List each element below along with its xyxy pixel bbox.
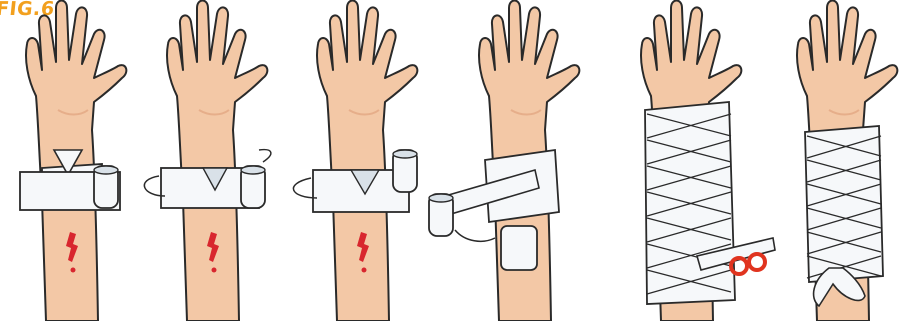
step-5-figure [641, 1, 775, 321]
wrap-arrow-right [259, 150, 271, 162]
scissors-handle [749, 254, 765, 270]
step-3-figure [293, 1, 417, 321]
step-1-figure [20, 1, 126, 321]
wound-1-drop [71, 268, 76, 273]
bandage-roll-3-end [393, 150, 417, 158]
wound-3-drop [362, 268, 367, 273]
bandage-roll-4-end [429, 194, 453, 202]
step-4-figure [429, 1, 579, 321]
bandage-roll-2-end [241, 166, 265, 174]
arm-2 [167, 1, 267, 321]
bandage-roll-1-end [94, 166, 118, 174]
step-2-figure [144, 1, 271, 321]
gauze-pad [501, 226, 537, 270]
wrap-arrow [455, 230, 495, 241]
wound-2-drop [212, 268, 217, 273]
step-6-figure [797, 1, 897, 321]
